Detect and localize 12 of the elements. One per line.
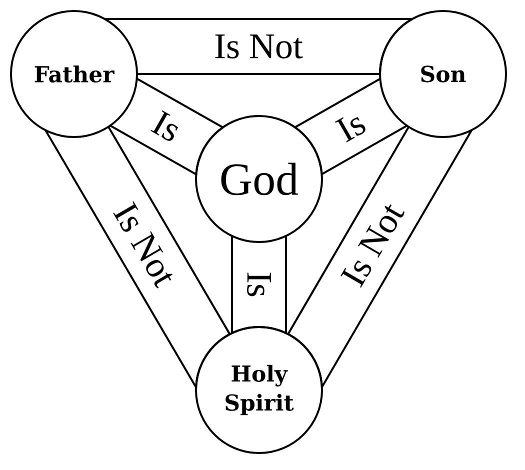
band [109, 78, 224, 176]
edge-label: Is Not [338, 198, 407, 290]
band [294, 78, 408, 176]
band [44, 126, 231, 388]
band [104, 18, 414, 75]
edge-label: Is [148, 108, 186, 145]
band [231, 234, 287, 334]
edge-label: Is [246, 270, 272, 298]
edge-label: Is Not [213, 34, 304, 60]
edge-label: Is Not [110, 198, 180, 290]
band [287, 126, 473, 388]
edge-label: Is [332, 108, 370, 145]
